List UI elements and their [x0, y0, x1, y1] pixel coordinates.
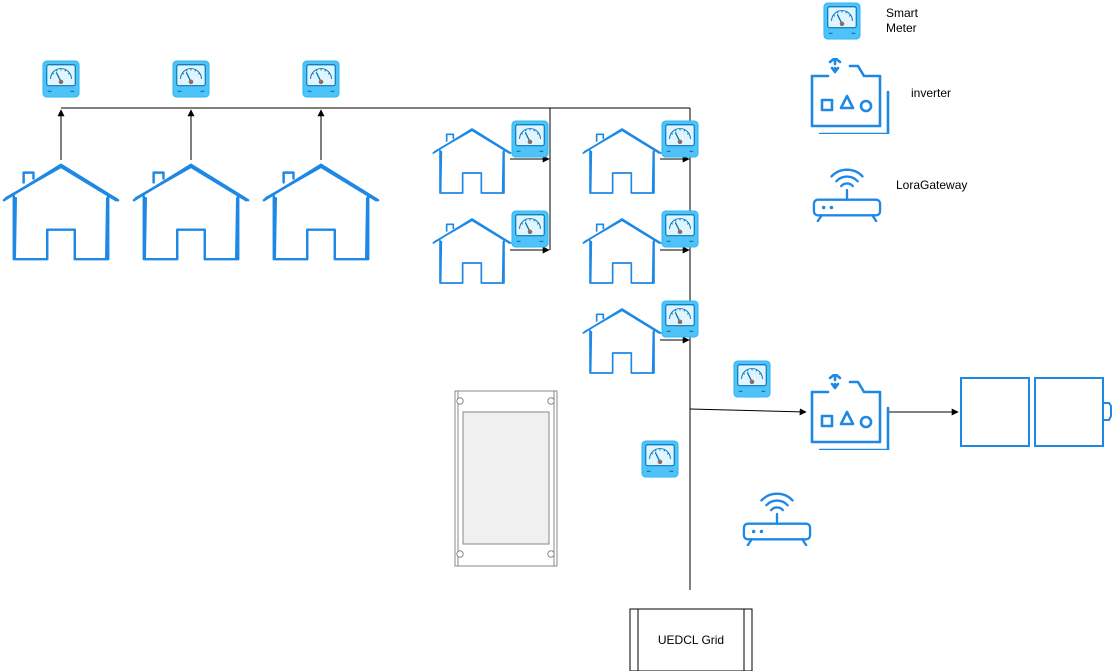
smart-meter-icon [823, 2, 861, 40]
smart-meter-icon [511, 120, 549, 158]
house-icon [262, 163, 380, 261]
smart-meter-icon [302, 60, 340, 98]
house-icon [582, 307, 662, 375]
grid-label: UEDCL Grid [657, 633, 725, 647]
inverter-icon [810, 374, 890, 450]
legend-smart-meter-line2: Meter [886, 21, 917, 35]
house-icon [582, 217, 662, 285]
inverter-icon [810, 58, 890, 134]
house-icon [432, 127, 512, 195]
legend-smart-meter-line1: Smart [886, 6, 919, 20]
house-icon [582, 127, 662, 195]
smart-meter-icon [42, 60, 80, 98]
grid-box [629, 608, 753, 671]
smart-meter-icon [733, 360, 771, 398]
house-icon [432, 217, 512, 285]
legend-smart-meter-label: Smart Meter [886, 6, 918, 36]
lora-gateway-icon [742, 492, 812, 546]
legend-inverter-label: inverter [911, 86, 952, 100]
battery-icon [960, 377, 1112, 447]
smart-meter-icon [661, 120, 699, 158]
smart-meter-icon [172, 60, 210, 98]
house-icon [2, 163, 120, 261]
house-icon [132, 163, 250, 261]
top-bus-wires [57, 107, 959, 590]
smart-meter-icon [641, 440, 679, 478]
smart-meter-icon [661, 210, 699, 248]
smart-meter-icon [511, 210, 549, 248]
smart-meter-icon [661, 300, 699, 338]
legend-lora-gateway-label: LoraGateway [896, 178, 968, 192]
lora-gateway-icon [812, 168, 882, 222]
transformer-cabinet-icon [454, 390, 558, 567]
